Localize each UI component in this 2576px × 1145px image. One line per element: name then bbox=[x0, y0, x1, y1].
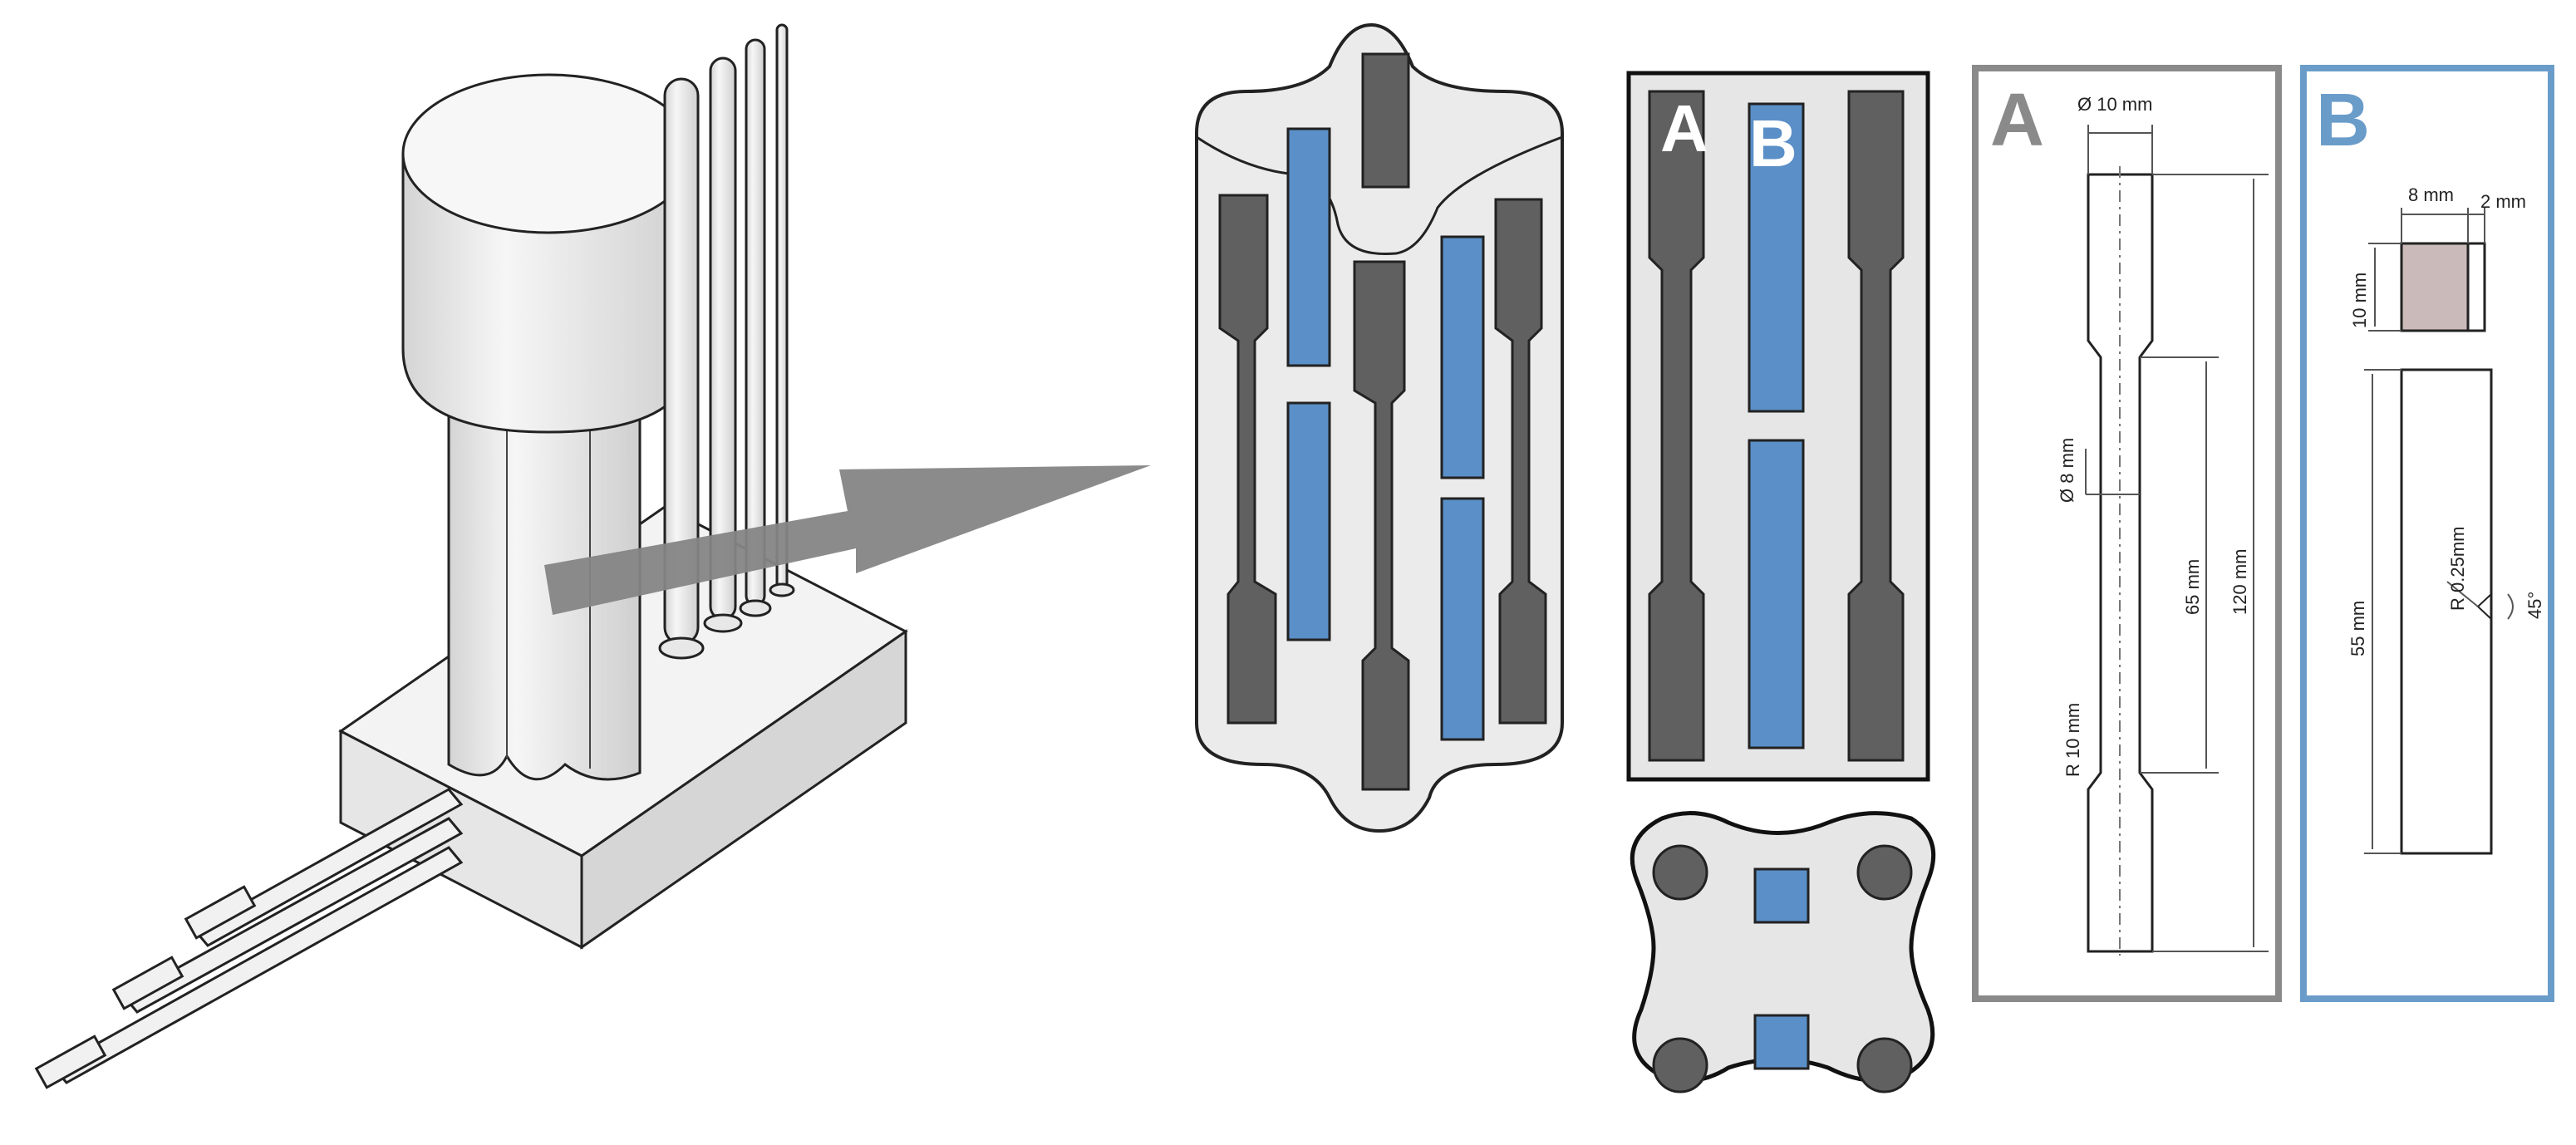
top-view-rod bbox=[1856, 844, 1913, 901]
dim-a-gauge-length: 65 mm bbox=[2182, 559, 2203, 615]
front-label-a: A bbox=[1660, 91, 1708, 165]
top-view-rod bbox=[1856, 1037, 1913, 1093]
drawing-b-panel: B 8 mm 2 mm 10 mm 55 mm R 0.25mm 45° bbox=[2300, 65, 2554, 1002]
top-view-square bbox=[1753, 1014, 1810, 1070]
dim-a-radius: R 10 mm bbox=[2062, 703, 2083, 777]
pouring-cup-top bbox=[401, 73, 696, 234]
drawing-b-frame bbox=[2300, 65, 2554, 1002]
front-specimen-a-right bbox=[1847, 90, 1905, 762]
gating-runners bbox=[34, 788, 464, 1089]
top-view-rod bbox=[1652, 1037, 1708, 1093]
dim-a-total-length: 120 mm bbox=[2229, 549, 2250, 615]
cut-specimens-b bbox=[1286, 127, 1485, 741]
top-view bbox=[1630, 811, 1936, 1093]
dim-b-notch-radius: R 0.25mm bbox=[2447, 527, 2468, 611]
feeder-rods bbox=[658, 23, 795, 660]
downsprue-body bbox=[447, 331, 642, 781]
specimen-b-right-top bbox=[1440, 235, 1485, 479]
specimen-a-mid-top bbox=[1361, 52, 1410, 189]
drawing-a-label: A bbox=[1990, 79, 2044, 162]
zoom-arrow bbox=[544, 465, 1151, 615]
specimen-a-left bbox=[1218, 194, 1277, 725]
front-specimen-b-bottom bbox=[1748, 439, 1805, 749]
drawing-b-label: B bbox=[2316, 79, 2370, 162]
dim-b-width: 8 mm bbox=[2408, 184, 2454, 205]
specimen-b-right-bottom bbox=[1440, 497, 1485, 741]
specimen-a-right bbox=[1494, 198, 1547, 725]
front-specimen-b-top bbox=[1748, 102, 1805, 413]
specimen-b-left-top bbox=[1286, 127, 1331, 367]
drawing-a-panel: A Ø 10 mm Ø 8 mm 65 mm 120 mm R 10 mm bbox=[1972, 65, 2282, 1002]
cut-casting-top-face bbox=[1196, 135, 1563, 256]
drawing-a-frame bbox=[1972, 65, 2282, 1002]
dim-a-diameter-top: Ø 10 mm bbox=[2077, 94, 2152, 115]
front-view: A B bbox=[1626, 71, 1930, 782]
cut-specimens-a bbox=[1218, 52, 1547, 791]
dim-a-diameter-gauge: Ø 8 mm bbox=[2057, 438, 2077, 503]
specimen-b-left-bottom bbox=[1286, 401, 1331, 641]
front-label-b: B bbox=[1749, 106, 1797, 180]
casting-mold-3d bbox=[34, 23, 1151, 1089]
drawing-b-bar bbox=[2400, 368, 2493, 855]
dim-b-length: 55 mm bbox=[2347, 601, 2368, 656]
dim-b-notch-angle: 45° bbox=[2524, 592, 2545, 619]
mold-base-side bbox=[580, 629, 907, 950]
dim-b-notch-depth: 2 mm bbox=[2480, 191, 2526, 212]
top-view-rod bbox=[1652, 844, 1708, 901]
top-view-square bbox=[1753, 867, 1810, 924]
front-specimen-a-left bbox=[1648, 90, 1705, 762]
dim-b-height: 10 mm bbox=[2349, 273, 2370, 328]
specimen-a-center bbox=[1353, 260, 1410, 791]
cut-casting bbox=[1195, 22, 1564, 833]
